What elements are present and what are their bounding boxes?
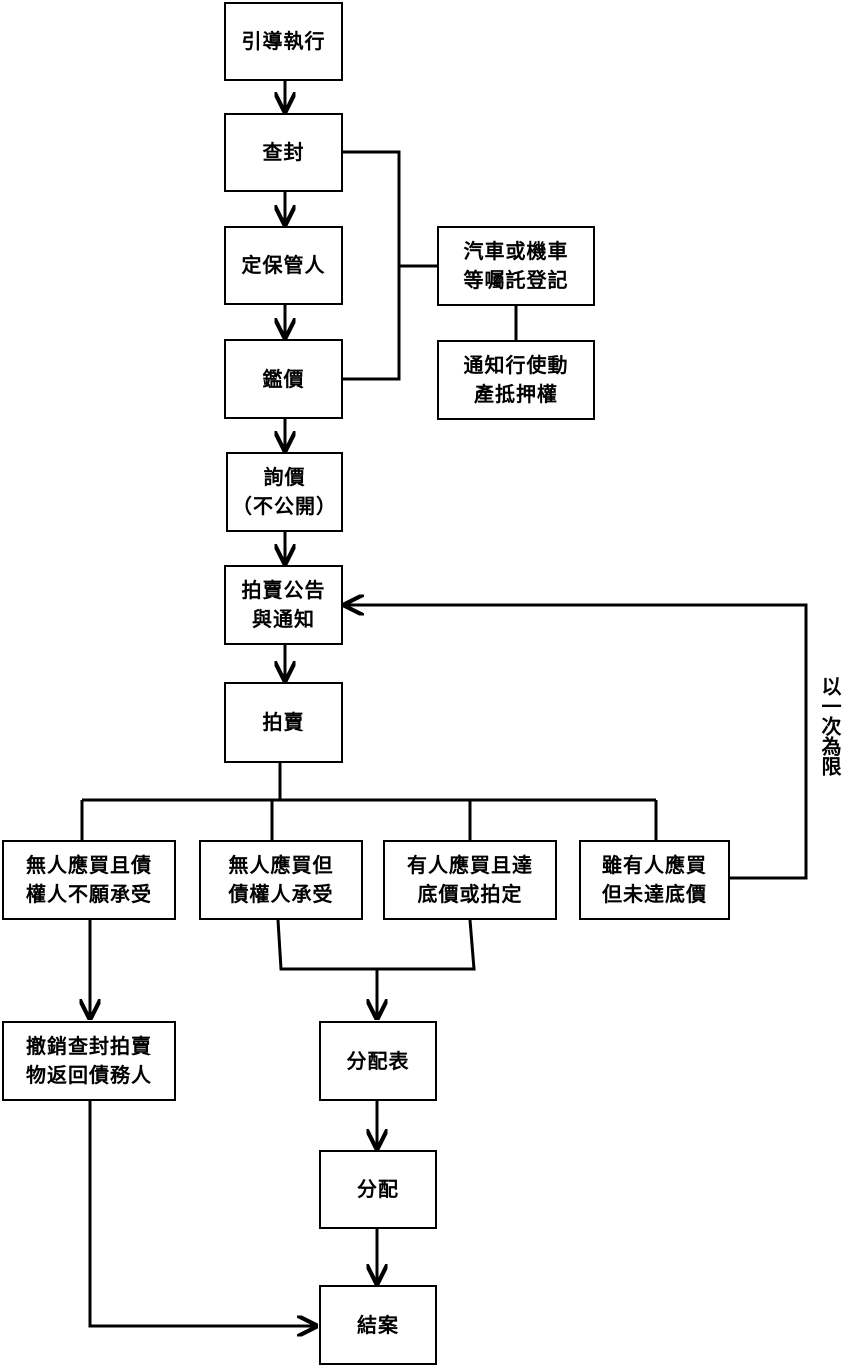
arrow-loop-back [345, 605, 808, 880]
node-price-inquiry: 詢價 （不公開） [226, 452, 343, 532]
node-vehicle-registration: 汽車或機車 等囑託登記 [437, 226, 595, 306]
loop-label: 以一次為限 [818, 676, 842, 776]
node-auction-notice: 拍賣公告 與通知 [224, 565, 343, 645]
node-outcome-buyer-below: 雖有人應買 但未達底價 [579, 840, 730, 920]
node-auction: 拍賣 [224, 682, 343, 763]
node-distribution: 分配 [319, 1150, 437, 1229]
node-revoke-return: 撤銷查封拍賣 物返回債務人 [2, 1021, 176, 1101]
node-seizure: 查封 [224, 113, 343, 192]
arrow-revoke-to-close [88, 1101, 316, 1326]
node-outcome-no-buyer-accept: 無人應買但 債權人承受 [199, 840, 363, 920]
node-guide: 引導執行 [224, 2, 343, 81]
line-merge [276, 919, 476, 971]
node-outcome-no-buyer-refuse: 無人應買且債 權人不願承受 [2, 840, 176, 920]
bracket-seizure-appraisal [343, 150, 401, 381]
node-close-case: 結案 [319, 1285, 437, 1365]
node-outcome-buyer-reached: 有人應買且達 底價或拍定 [383, 840, 557, 920]
node-notify-lien: 通知行使動 產抵押權 [437, 340, 595, 420]
node-distribution-table: 分配表 [319, 1021, 437, 1101]
node-appraisal: 鑑價 [224, 339, 343, 419]
node-custodian: 定保管人 [224, 226, 343, 305]
